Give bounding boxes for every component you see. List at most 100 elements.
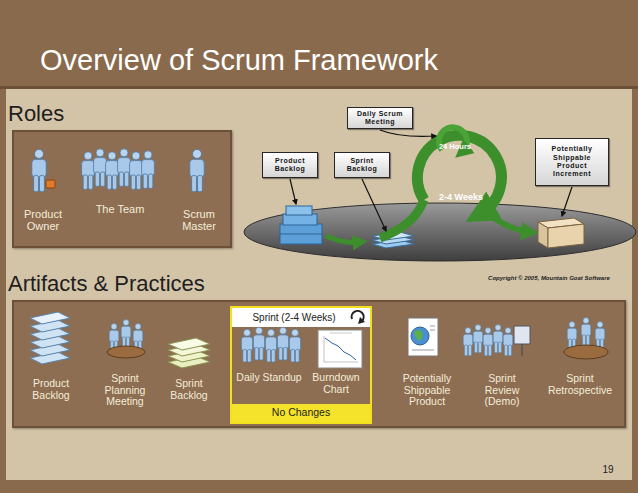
leader-line: [380, 130, 436, 136]
daily-standup-icon: [241, 329, 252, 362]
sprint-platform: [244, 203, 636, 261]
sprint-cycle-arrow: [417, 135, 501, 214]
role-label: Product Owner: [12, 208, 74, 232]
section-heading: Artifacts & Practices: [8, 271, 205, 297]
product-backlog-stack: [280, 234, 322, 235]
daily-standup-icon: [289, 329, 300, 362]
sprint-backlog-icon: [168, 338, 210, 368]
burndown-chart-icon: [325, 338, 356, 360]
product-owner-figure: [32, 149, 46, 191]
callout-box: Product Backlog: [262, 152, 318, 178]
artifacts-panel: Artifacts & PracticesSprint (2-4 Weeks)D…: [12, 300, 626, 428]
daily-standup-icon: [265, 329, 276, 362]
daily-standup-icon: [253, 327, 264, 360]
sprint-cycle-arrow: [380, 200, 424, 238]
team-figures: [82, 149, 155, 190]
artifact-label: Sprint Backlog: [158, 378, 220, 401]
callout-text: Sprint Backlog: [337, 157, 387, 174]
product-backlog-icon: [30, 312, 70, 324]
practice-label: Burndown Chart: [302, 372, 370, 395]
section-heading: Roles: [8, 101, 64, 127]
burndown-chart-icon: [324, 336, 325, 362]
callout-box: Sprint Backlog: [334, 152, 390, 178]
practice-label: Sprint Planning Meeting: [92, 373, 158, 408]
shippable-product-icon: [408, 318, 438, 356]
cycle-label: 24 Hours: [430, 143, 480, 151]
product-backlog-icon: [30, 312, 70, 364]
planning-meeting-icon: [109, 324, 119, 352]
team-figures: [142, 151, 155, 189]
daily-standup-icon: [241, 327, 300, 362]
sprint-retrospective-icon: [581, 318, 591, 346]
product-increment-box: [538, 218, 584, 248]
copyright-note: Copyright © 2005, Mountain Goat Software: [466, 275, 632, 282]
sprint-platform: [244, 203, 636, 261]
sprint-retrospective-icon: [595, 322, 605, 350]
page-number: 19: [594, 464, 622, 475]
practice-label: Sprint Review (Demo): [470, 373, 534, 408]
burndown-chart-icon: [318, 330, 362, 368]
callout-text: Product Backlog: [265, 157, 315, 174]
product-backlog-stack: [280, 206, 322, 244]
artifact-label: Potentially Shippable Product: [390, 373, 464, 408]
sprint-backlog-icon: [168, 338, 210, 350]
product-backlog-stack: [283, 214, 317, 225]
sprint-header: Sprint (2-4 Weeks): [232, 308, 370, 327]
planning-meeting-icon: [107, 346, 145, 358]
practice-label: Daily Standup: [234, 372, 304, 384]
role-label: The Team: [94, 203, 146, 215]
product-backlog-stack: [280, 224, 322, 244]
leader-line: [362, 179, 386, 231]
daily-standup-icon: [277, 327, 288, 360]
leader-line: [562, 187, 572, 216]
artifact-label: Product Backlog: [20, 378, 82, 401]
sprint-review-icon: [503, 328, 513, 356]
sprint-retrospective-icon: [564, 318, 608, 359]
planning-meeting-icon: [121, 320, 131, 348]
sprint-review-icon: [521, 344, 523, 356]
sprint-review-icon: [514, 326, 530, 344]
burndown-chart-icon: [330, 333, 352, 334]
product-owner-figure: [46, 180, 55, 188]
product-backlog-icon: [30, 344, 70, 356]
shippable-product-icon: [430, 330, 435, 331]
leader-line: [290, 130, 572, 231]
burndown-chart-icon: [324, 362, 358, 363]
product-backlog-icon: [30, 328, 70, 340]
product-increment-box: [538, 222, 548, 248]
backlog-arrow: [326, 236, 360, 242]
sprint-cycle-arrow: [380, 127, 530, 238]
sprint-loop-icon: [352, 311, 364, 321]
sprint-retrospective-icon: [564, 345, 608, 359]
sprint-backlog-icon: [168, 350, 210, 362]
shippable-product-icon: [408, 318, 438, 356]
sprint-review-icon: [463, 328, 473, 356]
product-increment-box: [548, 224, 584, 248]
shippable-product-icon: [414, 330, 423, 341]
cycle-label: 2-4 Weeks: [428, 193, 494, 203]
sprint-review-icon: [463, 325, 530, 356]
slide-title: Overview of Scrum Framework: [40, 44, 438, 77]
scrum-master-figure: [190, 149, 204, 191]
team-figures: [82, 152, 95, 190]
shippable-product-icon: [411, 327, 429, 345]
callout-text: Potentially Shippable Product Increment: [538, 145, 606, 179]
product-backlog-icon: [30, 336, 70, 348]
shippable-product-icon: [430, 326, 435, 327]
sprint-retrospective-icon: [567, 322, 577, 350]
product-owner-figure: [32, 149, 55, 191]
sprint-backlog-icon: [168, 356, 210, 368]
sprint-review-icon: [493, 325, 503, 353]
slide-frame: [0, 86, 638, 89]
slide-frame: [6, 88, 632, 480]
product-backlog-icon: [30, 320, 70, 332]
sprint-review-icon: [483, 328, 493, 356]
callout-text: Daily Scrum Meeting: [350, 110, 410, 127]
team-figures: [118, 149, 131, 187]
callout-box: Daily Scrum Meeting: [347, 107, 413, 129]
leader-line: [290, 179, 296, 204]
sprint-review-icon: [473, 325, 483, 353]
